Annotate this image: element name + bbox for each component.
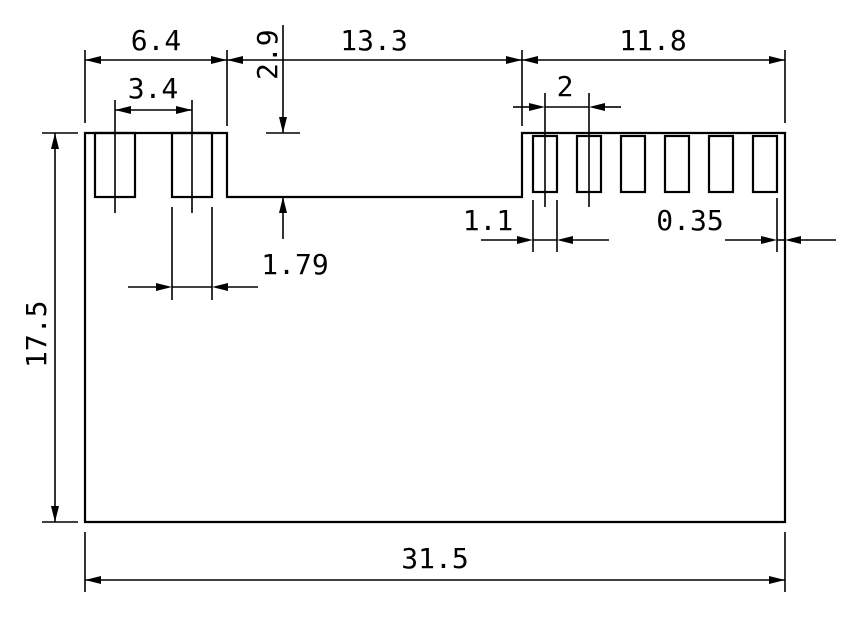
- right-pad-6: [751, 134, 779, 194]
- dim-label-right-pad-width: 1.1: [463, 204, 514, 237]
- dimension-top-row: 6.4 13.3 11.8: [84, 24, 786, 126]
- right-pads: [531, 134, 779, 194]
- dimension-left-pad-pitch: 3.4: [114, 72, 193, 213]
- dim-label-total-width: 31.5: [401, 542, 468, 575]
- dim-label-recess-depth: 2.9: [251, 29, 284, 80]
- dimension-part-height: 17.5: [20, 132, 78, 523]
- right-pad-3: [619, 134, 647, 194]
- dimension-right-edge-gap: 0.35: [656, 198, 836, 252]
- dimension-recess-depth: 2.9: [251, 25, 300, 239]
- dim-label-right-edge-gap: 0.35: [656, 204, 723, 237]
- dimension-total-width: 31.5: [84, 532, 786, 592]
- dim-label-left-section-width: 6.4: [131, 24, 182, 57]
- dimension-left-pad-width: 1.79: [128, 207, 329, 300]
- left-pads: [93, 131, 214, 199]
- dim-label-recess-width: 13.3: [340, 24, 407, 57]
- right-pad-4: [663, 134, 691, 194]
- dim-label-part-height: 17.5: [20, 301, 53, 368]
- dim-label-right-section-width: 11.8: [619, 24, 686, 57]
- dim-label-left-pad-pitch: 3.4: [128, 72, 179, 105]
- right-pad-5: [707, 134, 735, 194]
- dimension-right-pad-pitch: 2: [513, 70, 621, 207]
- dimension-right-pad-width: 1.1: [463, 200, 609, 252]
- dim-label-right-pad-pitch: 2: [557, 70, 574, 103]
- part-outline: [83, 131, 787, 524]
- dim-label-left-pad-width: 1.79: [261, 248, 328, 281]
